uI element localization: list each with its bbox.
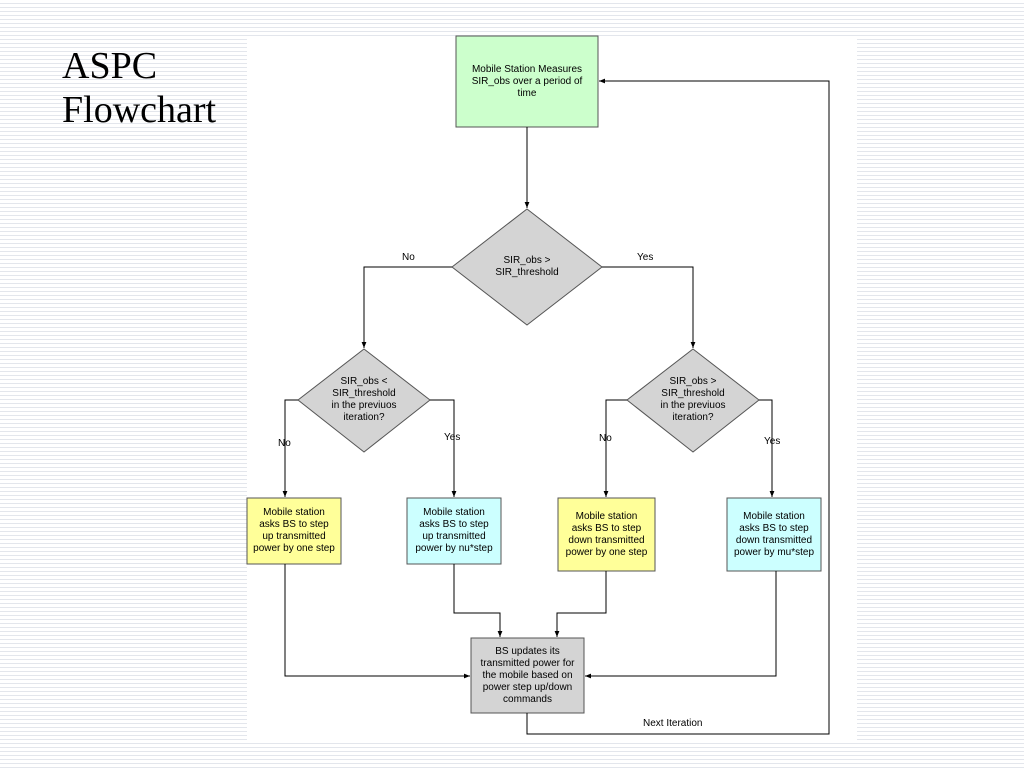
label-main-no: No [402,252,415,263]
label-right-yes: Yes [764,436,781,447]
step-down-mu-text: Mobile station asks BS to step down tran… [733,510,815,558]
step-down-mu-box [726,497,822,572]
step-down-one-text: Mobile station asks BS to step down tran… [565,510,648,558]
connector-left-no [282,399,298,497]
step-up-nu-box [406,497,502,565]
step-down-one-box [557,497,656,572]
connector-left-yes [430,399,457,497]
label-left-no: No [278,438,291,449]
label-left-yes: Yes [444,432,461,443]
start-box-text: Mobile Station Measures SIR_obs over a p… [471,63,583,99]
step-up-one-box [246,497,342,565]
connector-main-yes [602,266,696,348]
main-decision-text: SIR_obs > SIR_threshold [495,255,559,278]
connector-up-nu-to-update [453,564,503,637]
connector-main-no [361,266,452,348]
bs-update-box [470,637,585,714]
slide-title-line-2: Flowchart [62,89,217,131]
slide-title: ASPC Flowchart [62,44,216,132]
start-box [455,35,599,128]
bs-update-text: BS updates its transmitted power for the… [480,645,575,705]
right-decision-diamond [626,348,760,453]
label-right-no: No [599,433,612,444]
right-decision-text: SIR_obs > SIR_threshold in the previuos … [660,376,726,423]
connector-up-one-to-update [284,564,470,679]
slide-title-line-1: ASPC [62,45,158,87]
connector-next-iteration-loop [526,78,830,735]
step-up-one-text: Mobile station asks BS to step up transm… [253,507,335,554]
connector-down-one-to-update [554,571,607,637]
connector-down-mu-to-update [585,571,777,679]
connector-right-no [603,399,627,497]
left-decision-diamond [297,348,431,453]
step-up-nu-text: Mobile station asks BS to step up transm… [415,507,493,554]
main-decision-diamond [451,208,603,326]
connector-right-yes [759,399,775,497]
label-next-iteration: Next Iteration [643,718,703,729]
left-decision-text: SIR_obs < SIR_threshold in the previuos … [331,376,397,423]
label-main-yes: Yes [637,252,654,263]
